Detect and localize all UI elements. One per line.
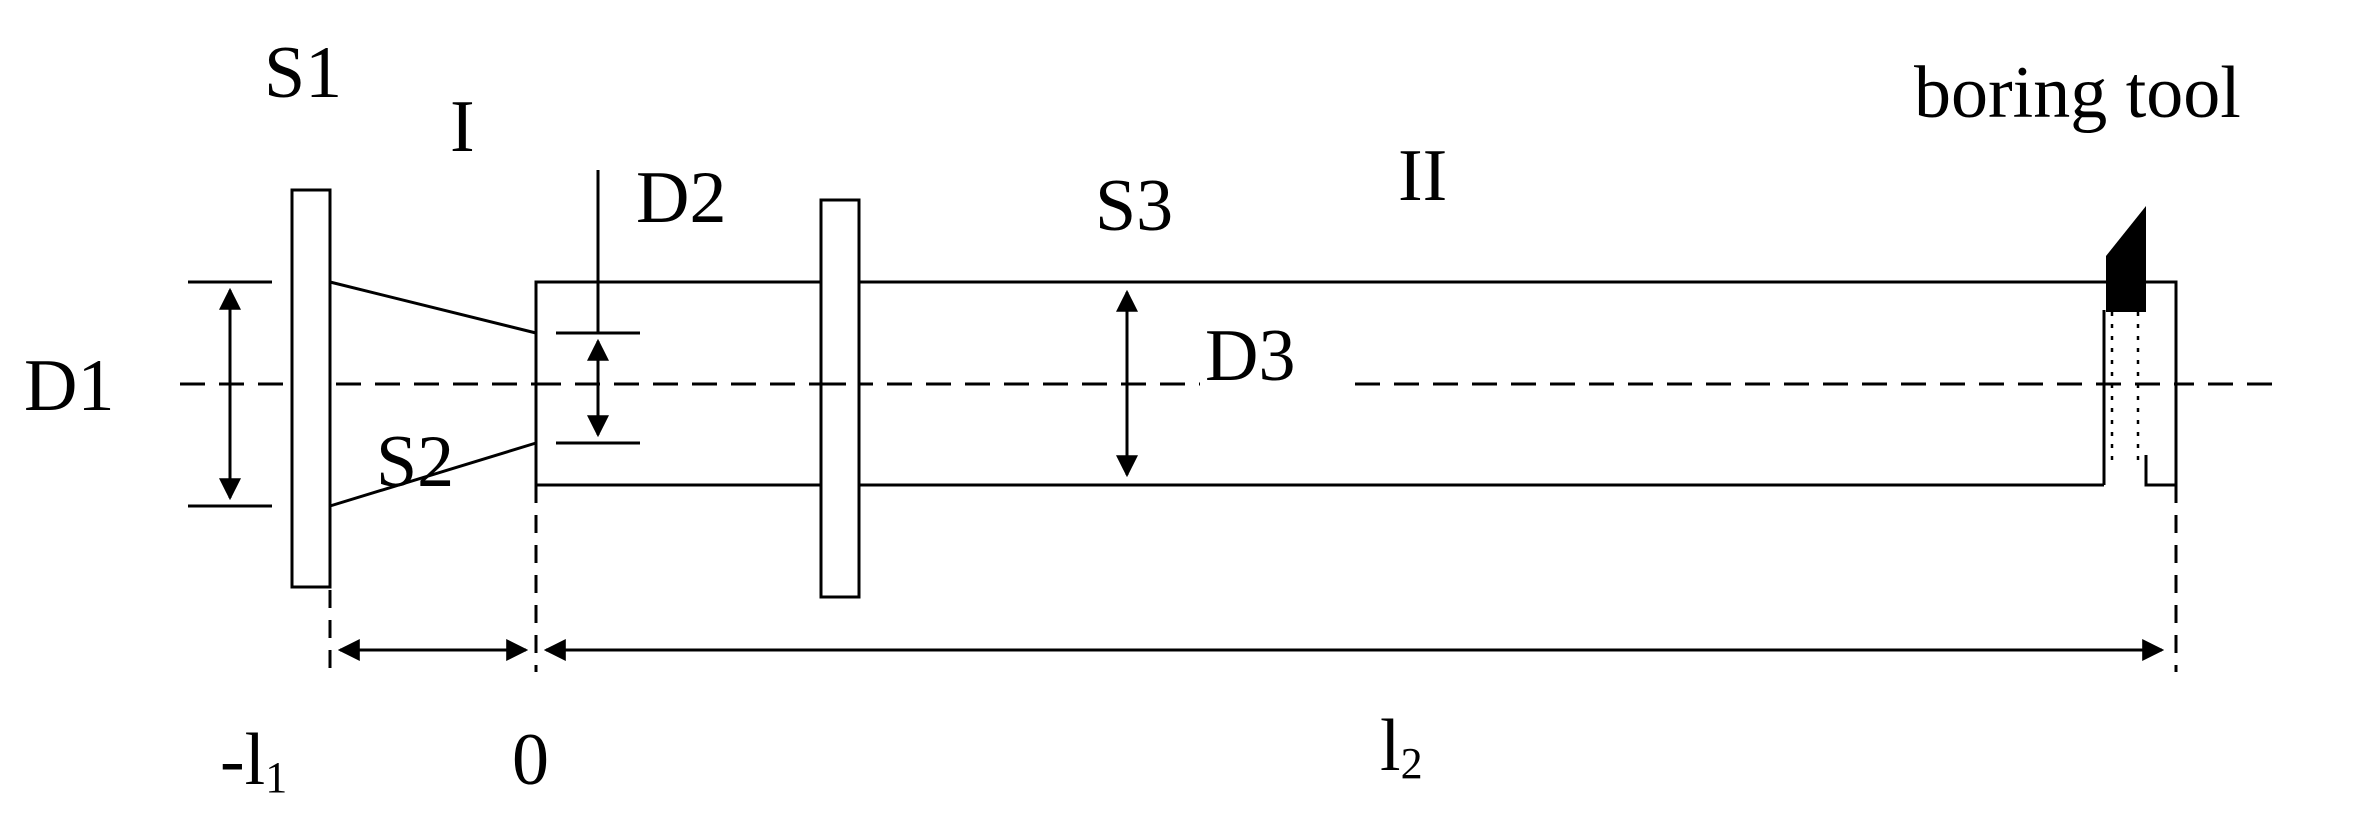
label-zero: 0 xyxy=(512,719,549,801)
label-section-i: I xyxy=(450,86,475,168)
support-plate-s1 xyxy=(290,188,332,589)
label-l2-subscript: 2 xyxy=(1401,739,1423,788)
taper-bottom-line xyxy=(329,441,537,508)
label-neg-l1-subscript: 1 xyxy=(265,753,287,802)
label-s3: S3 xyxy=(1095,165,1173,247)
label-section-ii: II xyxy=(1398,135,1447,217)
taper-top-line xyxy=(329,280,537,335)
support-plate-s3 xyxy=(819,198,861,599)
label-boring-tool: boring tool xyxy=(1914,52,2241,134)
label-s2: S2 xyxy=(376,421,454,503)
label-d2: D2 xyxy=(636,157,726,239)
label-neg-l1: -l1 xyxy=(220,719,287,802)
label-d1: D1 xyxy=(24,345,114,427)
label-s1: S1 xyxy=(264,32,342,114)
label-d3: D3 xyxy=(1205,315,1295,397)
label-neg-l1-main: -l xyxy=(220,719,265,801)
label-l2-main: l xyxy=(1380,705,1401,787)
boring-tool-icon xyxy=(2106,206,2146,312)
label-l2: l2 xyxy=(1380,705,1423,788)
